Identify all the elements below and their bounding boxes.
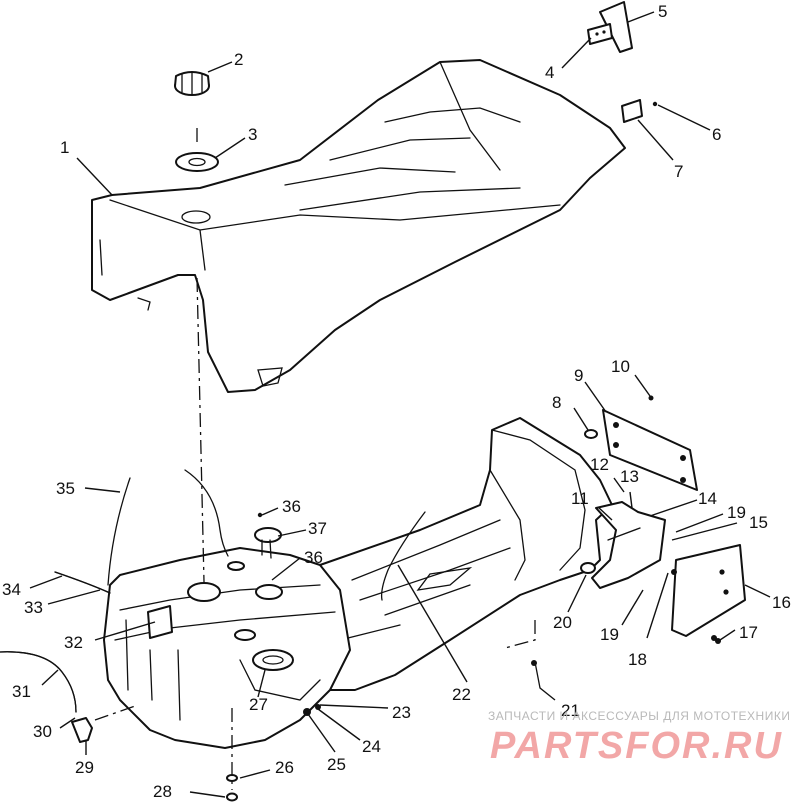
screw-17	[715, 638, 721, 644]
callout-19-lower: 19	[600, 625, 619, 644]
seat-assembly	[91, 59, 626, 393]
callout-15: 15	[749, 513, 768, 532]
callout-32: 32	[64, 633, 83, 652]
callout-22: 22	[452, 685, 471, 704]
callout-20: 20	[553, 613, 572, 632]
callout-31: 31	[12, 682, 31, 701]
callout-leaders	[29, 11, 771, 798]
seat-latch-bracket	[587, 1, 658, 123]
callout-36-upper: 36	[282, 497, 301, 516]
callout-27: 27	[249, 695, 268, 714]
callout-28: 28	[153, 782, 172, 801]
vent-line	[184, 469, 229, 557]
assembly-line-30	[94, 705, 136, 721]
watermark-tagline: ЗАПЧАСТИ И АКСЕССУАРЫ ДЛЯ МОТОТЕХНИКИ	[488, 709, 790, 723]
callout-2: 2	[234, 50, 243, 69]
fuel-cap	[174, 71, 210, 96]
fuel-tank	[103, 547, 351, 749]
callout-34: 34	[2, 580, 21, 599]
heat-shield-bracket	[671, 544, 746, 641]
frame-tunnel	[319, 417, 613, 691]
callout-18: 18	[628, 650, 647, 669]
callout-17: 17	[739, 623, 758, 642]
vent-tube	[380, 511, 426, 601]
callout-37: 37	[308, 519, 327, 538]
callout-35: 35	[56, 479, 75, 498]
callout-21: 21	[561, 701, 580, 720]
fuel-line-35	[107, 477, 131, 586]
callout-30: 30	[33, 722, 52, 741]
callout-10: 10	[611, 357, 630, 376]
screw-21	[531, 660, 541, 689]
fuel-line-34-core	[54, 571, 111, 594]
callout-6: 6	[712, 125, 721, 144]
callout-4: 4	[545, 63, 554, 82]
callout-5: 5	[658, 2, 667, 21]
callout-12: 12	[590, 455, 609, 474]
assembly-line-21	[504, 620, 536, 649]
callout-9: 9	[574, 366, 583, 385]
callout-23: 23	[392, 703, 411, 722]
callout-25: 25	[327, 755, 346, 774]
side-bracket	[580, 501, 666, 589]
drain-fitting	[71, 717, 93, 743]
callout-8: 8	[552, 393, 561, 412]
callout-29: 29	[75, 758, 94, 777]
callout-19-upper: 19	[727, 503, 746, 522]
callout-16: 16	[772, 593, 791, 612]
cap-gasket	[175, 152, 219, 172]
callout-24: 24	[362, 737, 381, 756]
mounting-plate	[584, 395, 698, 491]
callout-1: 1	[60, 138, 69, 157]
callout-33: 33	[24, 598, 43, 617]
watermark-logo: PARTSFOR.RU	[490, 725, 783, 767]
grommet-26-28	[226, 774, 238, 802]
drain-hose-core	[0, 651, 77, 713]
callout-13: 13	[620, 467, 639, 486]
watermark: ЗАПЧАСТИ И АКСЕССУАРЫ ДЛЯ МОТОТЕХНИКИ PA…	[488, 709, 790, 767]
assembly-line-seat-tank	[196, 277, 205, 583]
callout-26: 26	[275, 758, 294, 777]
callout-36-lower: 36	[304, 548, 323, 567]
callout-14: 14	[698, 489, 717, 508]
callout-11: 11	[571, 489, 589, 508]
callout-7: 7	[674, 162, 683, 181]
callout-3: 3	[248, 125, 257, 144]
